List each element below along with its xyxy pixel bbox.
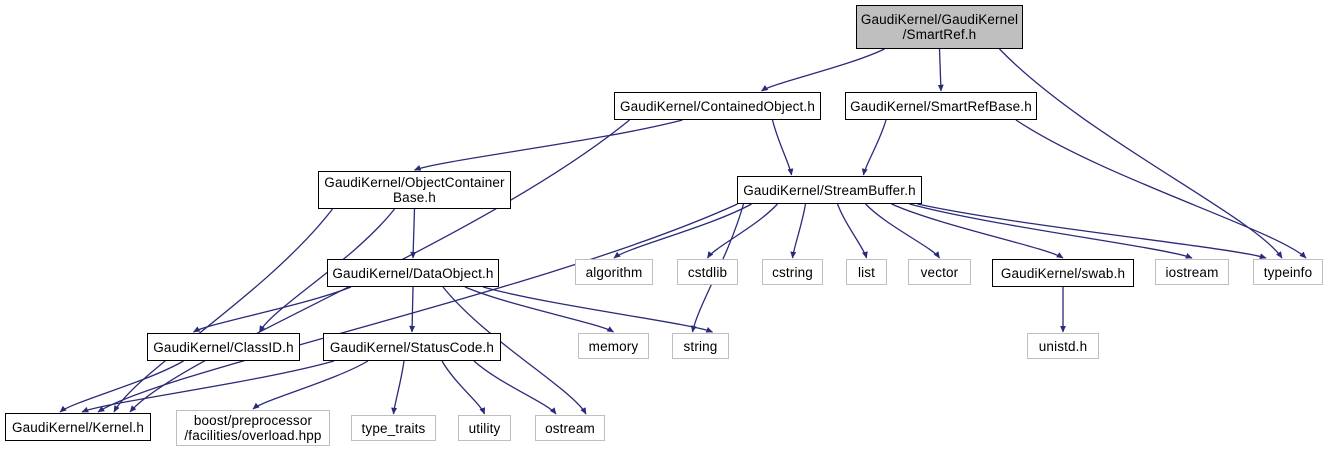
edge-streambuffer-to-cstdlib: [706, 203, 778, 259]
node-iostream[interactable]: iostream: [1155, 259, 1229, 285]
edge-streambuffer-to-list: [836, 203, 868, 259]
node-list[interactable]: list: [846, 259, 887, 285]
node-swab[interactable]: GaudiKernel/swab.h: [992, 259, 1134, 287]
edge-statuscode-to-typetraits: [391, 360, 405, 415]
edge-dataobject-to-statuscode: [409, 286, 416, 333]
node-kernel[interactable]: GaudiKernel/Kernel.h: [5, 413, 151, 441]
edge-containedobj-to-streambuffer: [771, 119, 794, 176]
node-objcontbase[interactable]: GaudiKernel/ObjectContainer Base.h: [318, 171, 511, 209]
node-typetraits[interactable]: type_traits: [351, 415, 436, 441]
edge-streambuffer-to-vector: [865, 203, 941, 259]
edge-streambuffer-to-iostream: [909, 203, 1193, 259]
edge-smartrefbase-to-streambuffer: [861, 119, 887, 176]
edge-objcontbase-to-dataobject: [410, 208, 417, 259]
node-ostream[interactable]: ostream: [535, 415, 605, 441]
edge-streambuffer-to-cstring: [790, 203, 807, 259]
node-cstdlib[interactable]: cstdlib: [677, 259, 738, 285]
node-typeinfo[interactable]: typeinfo: [1253, 259, 1323, 285]
node-algorithm[interactable]: algorithm: [575, 259, 653, 285]
edge-dataobject-to-memory: [464, 286, 614, 333]
node-unistd[interactable]: unistd.h: [1027, 333, 1099, 359]
edge-dataobject-to-string: [482, 286, 714, 333]
node-classid[interactable]: GaudiKernel/ClassID.h: [147, 333, 300, 361]
edge-classid-to-kernel: [59, 360, 184, 413]
edge-statuscode-to-utility: [441, 360, 486, 415]
node-smartrefbase[interactable]: GaudiKernel/SmartRefBase.h: [845, 92, 1037, 120]
edge-smartref-to-containedobj: [761, 48, 885, 92]
node-utility[interactable]: utility: [458, 415, 511, 441]
node-cstring[interactable]: cstring: [762, 259, 823, 285]
edge-objcontbase-to-kernel: [113, 208, 334, 413]
edge-containedobj-to-objcontbase: [413, 119, 683, 171]
node-containedobj[interactable]: GaudiKernel/ContainedObject.h: [614, 92, 821, 120]
edge-dataobject-to-classid: [193, 286, 352, 333]
node-vector[interactable]: vector: [908, 259, 971, 285]
edge-smartref-to-smartrefbase: [937, 48, 944, 92]
node-streambuffer[interactable]: GaudiKernel/StreamBuffer.h: [737, 176, 922, 204]
edge-smartref-to-typeinfo: [999, 48, 1283, 259]
edge-statuscode-to-boostoverload: [252, 360, 369, 410]
node-statuscode[interactable]: GaudiKernel/StatusCode.h: [323, 333, 501, 361]
edge-streambuffer-to-typeinfo: [917, 203, 1267, 260]
edge-streambuffer-to-swab: [891, 203, 1064, 259]
node-boostoverload[interactable]: boost/preprocessor /facilities/overload.…: [176, 410, 330, 446]
edge-statuscode-to-ostream: [473, 360, 557, 415]
edge-streambuffer-to-algorithm: [613, 203, 752, 259]
node-dataobject[interactable]: GaudiKernel/DataObject.h: [327, 259, 499, 287]
node-memory[interactable]: memory: [578, 333, 649, 359]
edge-streambuffer-to-kernel: [97, 203, 738, 413]
edge-smartrefbase-to-typeinfo: [1015, 119, 1307, 259]
edge-statuscode-to-kernel: [81, 360, 335, 413]
node-string[interactable]: string: [672, 333, 729, 359]
node-smartref[interactable]: GaudiKernel/GaudiKernel /SmartRef.h: [856, 5, 1023, 49]
